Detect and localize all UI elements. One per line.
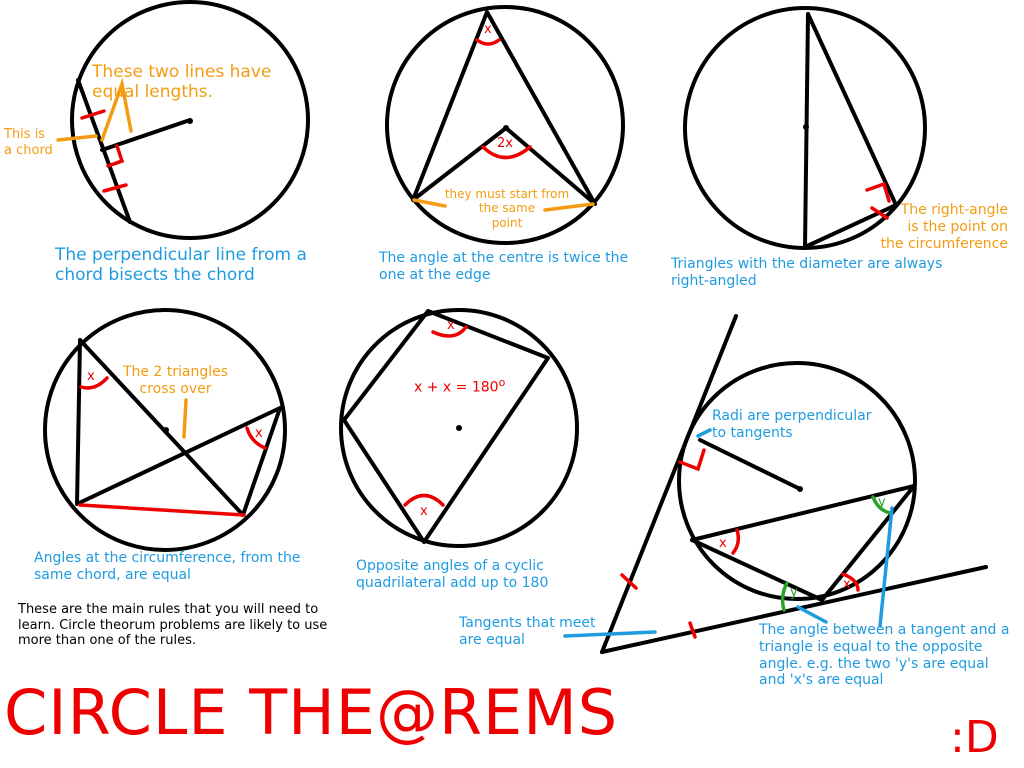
right-angle-mark-3 xyxy=(865,181,891,203)
intro-text: These are the main rules that you will n… xyxy=(18,602,328,649)
caption-same-chord-angles: Angles at the circumference, from the sa… xyxy=(34,550,301,583)
angle-label-5-top: x xyxy=(447,318,455,333)
angle-label-5-bottom: x xyxy=(420,504,428,519)
diameter-triangle-3 xyxy=(803,12,898,249)
pointer-right-angle xyxy=(870,206,889,220)
angle-label-4-right: x xyxy=(255,426,263,441)
angle-label-4-left: x xyxy=(87,369,95,384)
angle-arc-2-centre xyxy=(481,145,532,160)
centre-dot-3 xyxy=(803,124,809,130)
angle-arc-2-top xyxy=(475,38,501,46)
angle-arc-6-x1 xyxy=(731,528,741,555)
pointer-equal-lines xyxy=(100,77,133,142)
pointer-start-right xyxy=(543,202,595,212)
pointer-tangents xyxy=(563,630,657,638)
angle-arc-5-top xyxy=(431,325,468,338)
equal-tick-6a xyxy=(620,573,638,590)
perpendicular-line-1 xyxy=(100,118,192,152)
angle-label-6-y2: y xyxy=(878,495,886,510)
circle-4 xyxy=(43,308,287,552)
pointer-angle-y xyxy=(796,605,828,624)
centre-dot-1 xyxy=(187,118,193,124)
equal-tick-1b xyxy=(102,183,128,193)
centre-dot-4 xyxy=(163,427,169,433)
pointer-chord xyxy=(56,134,98,142)
radius-6 xyxy=(698,438,802,491)
equal-tick-6b xyxy=(688,621,697,639)
angle-arc-5-bottom xyxy=(403,493,445,507)
tangent-line-upper xyxy=(600,314,738,654)
circle-5 xyxy=(339,308,579,548)
bowtie-4 xyxy=(75,338,282,517)
angle-label-6-x2: x xyxy=(843,577,851,592)
page-title: CIRCLE THE@REMS xyxy=(4,676,619,749)
angle-arc-6-y1 xyxy=(780,581,789,612)
caption-diameter-triangle: Triangles with the diameter are always r… xyxy=(671,256,943,289)
arrow-shape-2 xyxy=(411,10,597,206)
note-this-is-a-chord: This is a chord xyxy=(4,127,53,158)
circle-6 xyxy=(677,361,917,601)
angle-label-2-centre: 2x xyxy=(497,136,513,151)
right-angle-mark-6 xyxy=(678,448,706,472)
centre-dot-2 xyxy=(503,125,509,131)
equation-superscript: o xyxy=(498,376,506,389)
note-alternate-segment: The angle between a tangent and a triang… xyxy=(759,622,1010,689)
pointer-angle-y2 xyxy=(878,506,894,628)
angle-label-6-x1: x xyxy=(719,536,727,551)
tangent-line-lower xyxy=(600,565,988,654)
pointer-cross xyxy=(182,398,188,439)
note-radii-perpendicular: Radi are perpendicular to tangents xyxy=(712,408,872,441)
angle-label-2-top: x xyxy=(484,22,492,37)
equation-text: x + x = 180 xyxy=(414,379,499,396)
pointer-start-left xyxy=(412,198,447,208)
note-equal-lengths: These two lines have equal lengths. xyxy=(92,62,272,103)
centre-dot-6 xyxy=(797,486,803,492)
caption-cyclic-quadrilateral: Opposite angles of a cyclic quadrilatera… xyxy=(356,558,549,591)
right-angle-mark-1 xyxy=(106,144,125,168)
equation-180: x + x = 180o xyxy=(414,376,505,396)
chord-4-red xyxy=(78,503,246,517)
equal-tick-1a xyxy=(80,109,106,120)
caption-chord-bisector: The perpendicular line from a chord bise… xyxy=(55,245,307,286)
smiley: :D xyxy=(950,712,999,763)
note-triangles-cross: The 2 triangles cross over xyxy=(122,364,229,397)
angle-arc-4-right xyxy=(245,426,267,450)
centre-dot-5 xyxy=(456,425,462,431)
angle-arc-6-y2 xyxy=(871,495,892,515)
angle-label-6-y1: y xyxy=(790,585,798,600)
circle-1 xyxy=(70,0,310,240)
angle-arc-6-x2 xyxy=(841,572,860,592)
caption-centre-angle: The angle at the centre is twice the one… xyxy=(379,250,629,283)
note-right-angle: The right-angle is the point on the circ… xyxy=(880,202,1008,252)
cyclic-quadrilateral-5 xyxy=(342,309,550,544)
inscribed-triangle-6 xyxy=(690,484,916,602)
pointer-radii xyxy=(696,428,712,438)
angle-arc-4-left xyxy=(79,376,109,390)
note-tangents-equal: Tangents that meet are equal xyxy=(459,615,596,648)
note-same-point: they must start from the same point xyxy=(444,187,570,230)
circle-2 xyxy=(385,5,625,245)
